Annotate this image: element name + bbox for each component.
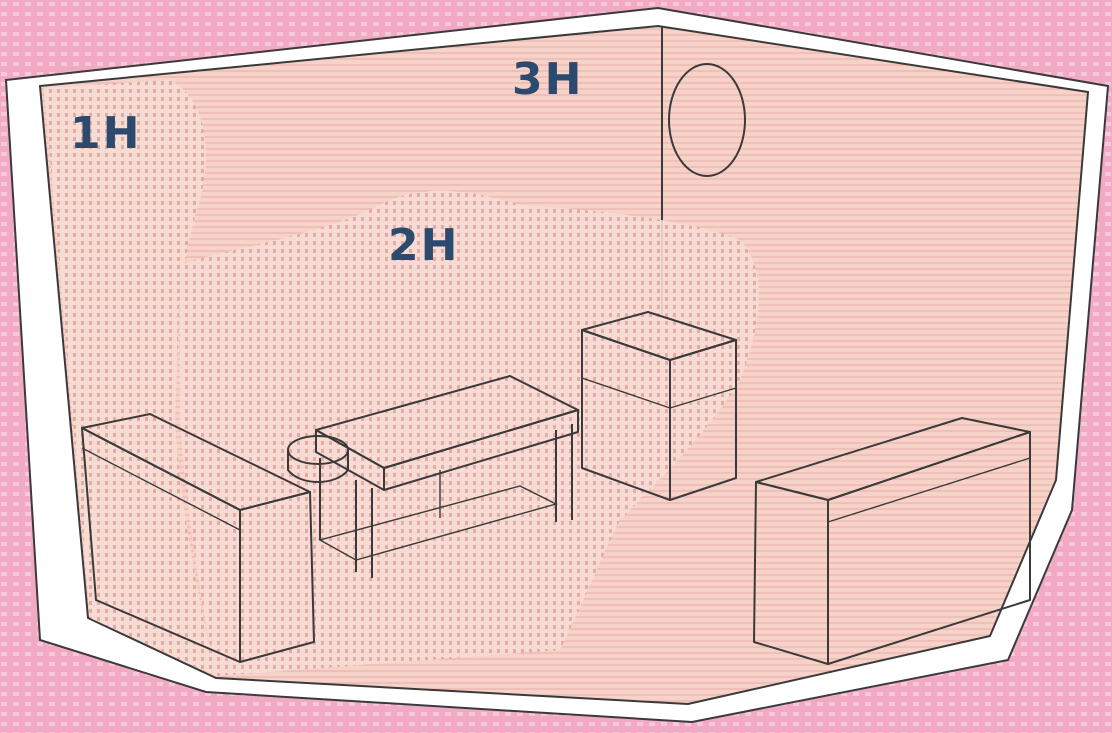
zone-label-2h: 2H [388,220,459,271]
zone-label-3h: 3H [512,54,583,105]
zone-label-1h: 1H [70,108,141,159]
